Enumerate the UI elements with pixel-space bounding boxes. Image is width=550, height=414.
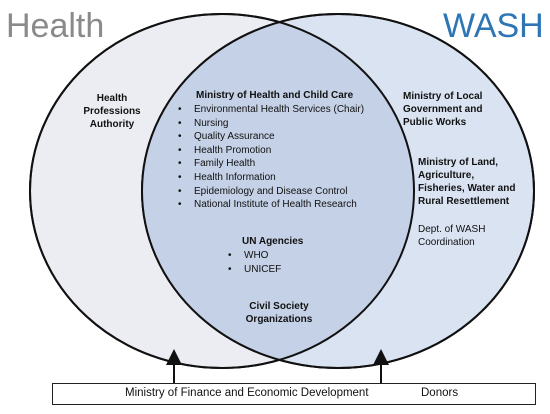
un-agencies-list: WHO UNICEF	[226, 249, 326, 276]
health-professions-authority: Health Professions Authority	[83, 93, 141, 130]
health-title: Health	[6, 7, 105, 45]
wash-title: WASH	[443, 7, 544, 45]
finance-ministry-label: Ministry of Finance and Economic Develop…	[125, 387, 369, 399]
list-item: UNICEF	[226, 263, 326, 277]
list-item: Quality Assurance	[176, 130, 388, 144]
ministry-local-government: Ministry of Local Government and Public …	[403, 91, 483, 128]
list-item: Epidemiology and Disease Control	[176, 185, 388, 199]
dept-wash-coordination: Dept. of WASH Coordination	[418, 224, 486, 248]
list-item: Environmental Health Services (Chair)	[176, 103, 388, 117]
ministry-land-agriculture: Ministry of Land, Agriculture, Fisheries…	[418, 157, 516, 207]
list-item: Family Health	[176, 157, 388, 171]
un-agencies-heading: UN Agencies	[242, 236, 304, 247]
wash-circle-outline	[141, 13, 535, 369]
donors-label: Donors	[421, 387, 459, 399]
footer-box: Ministry of Finance and Economic Develop…	[52, 383, 536, 405]
un-agencies-block: UN Agencies WHO UNICEF	[226, 235, 326, 276]
list-item: Health Information	[176, 171, 388, 185]
health-circle-outline	[29, 13, 415, 369]
ministry-health-block: Ministry of Health and Child Care Enviro…	[176, 89, 388, 212]
list-item: Health Promotion	[176, 144, 388, 158]
civil-society-organizations: Civil Society Organizations	[245, 301, 313, 325]
list-item: WHO	[226, 249, 326, 263]
ministry-health-heading: Ministry of Health and Child Care	[196, 90, 354, 101]
list-item: National Institute of Health Research	[176, 198, 388, 212]
list-item: Nursing	[176, 117, 388, 131]
ministry-health-list: Environmental Health Services (Chair) Nu…	[176, 103, 388, 212]
